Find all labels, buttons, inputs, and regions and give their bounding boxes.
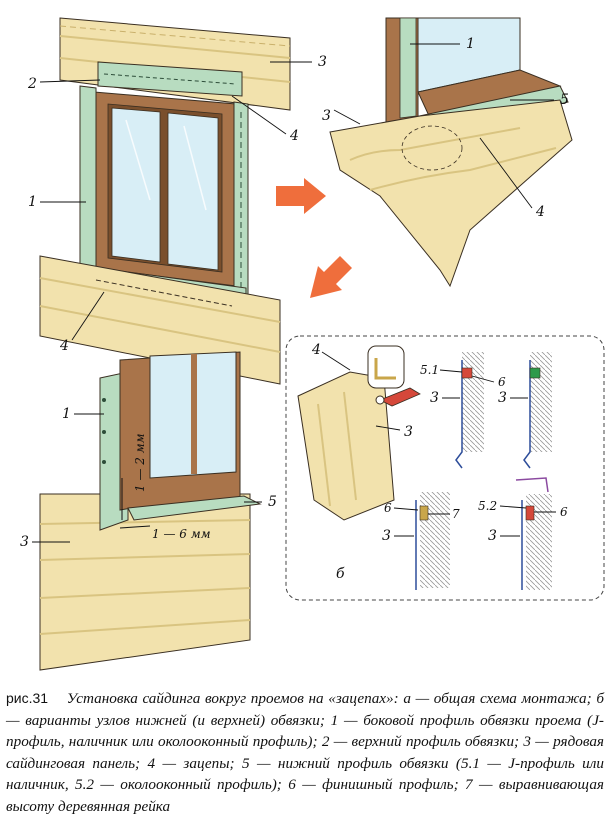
left-side-profile (79, 85, 97, 281)
label-2: 2 (27, 76, 37, 92)
section-d (515, 477, 552, 590)
label-6-a: 6 (498, 375, 506, 389)
section-b (523, 352, 552, 469)
label-3-right: 3 (322, 108, 331, 124)
label-1-bottom: 1 (62, 406, 71, 422)
label-3-a: 3 (430, 390, 439, 406)
label-5-2: 5.2 (478, 499, 497, 513)
section-a (455, 352, 484, 469)
caption-text: Установка сайдинга вокруг проемов на «за… (6, 690, 605, 815)
exploded-scheme (39, 17, 291, 385)
right-side-profile (233, 101, 249, 299)
dim-horizontal-label: 1 — 6 мм (152, 527, 211, 541)
corner-detail (39, 351, 262, 671)
figure-number: рис.31 (6, 690, 49, 706)
label-3-b: 3 (404, 424, 413, 440)
label-4-b: 4 (311, 342, 321, 358)
label-5-bottom: 5 (268, 494, 277, 510)
label-1-top: 1 (28, 194, 37, 210)
bottom-siding-panel (39, 255, 281, 385)
label-6-c: 6 (384, 501, 392, 515)
label-3-d: 3 (488, 528, 497, 544)
dim-vertical-label: 1 — 2 мм (133, 433, 147, 492)
label-1-right: 1 (466, 36, 475, 52)
section-c (415, 492, 450, 590)
labels: 3 2 4 1 4 1 3 5 4 1 5 3 1 — 2 мм 1 — 6 м… (20, 36, 569, 582)
label-7: 7 (452, 507, 460, 521)
label-4-right: 4 (535, 204, 545, 220)
label-4-bottom: 4 (59, 338, 69, 354)
label-3-top: 3 (318, 54, 327, 70)
orange-arrow-right (276, 178, 326, 214)
panel-b (285, 335, 605, 601)
label-4-top: 4 (289, 128, 299, 144)
window (93, 91, 237, 287)
label-3-c: 3 (382, 528, 391, 544)
sill-detail (329, 17, 573, 288)
siding-installation-diagram: 3 2 4 1 4 1 3 5 4 1 5 3 1 — 2 мм 1 — 6 м… (20, 17, 605, 671)
orange-arrow-down-left (310, 256, 352, 298)
label-panel-b: б (336, 566, 345, 582)
label-6-d: 6 (560, 505, 568, 519)
label-5-right: 5 (560, 92, 569, 108)
label-3-bottom: 3 (20, 534, 29, 550)
label-3-b2: 3 (498, 390, 507, 406)
label-5-1: 5.1 (420, 363, 439, 377)
figure-caption: рис.31 Установка сайдинга вокруг проемов… (6, 688, 604, 817)
